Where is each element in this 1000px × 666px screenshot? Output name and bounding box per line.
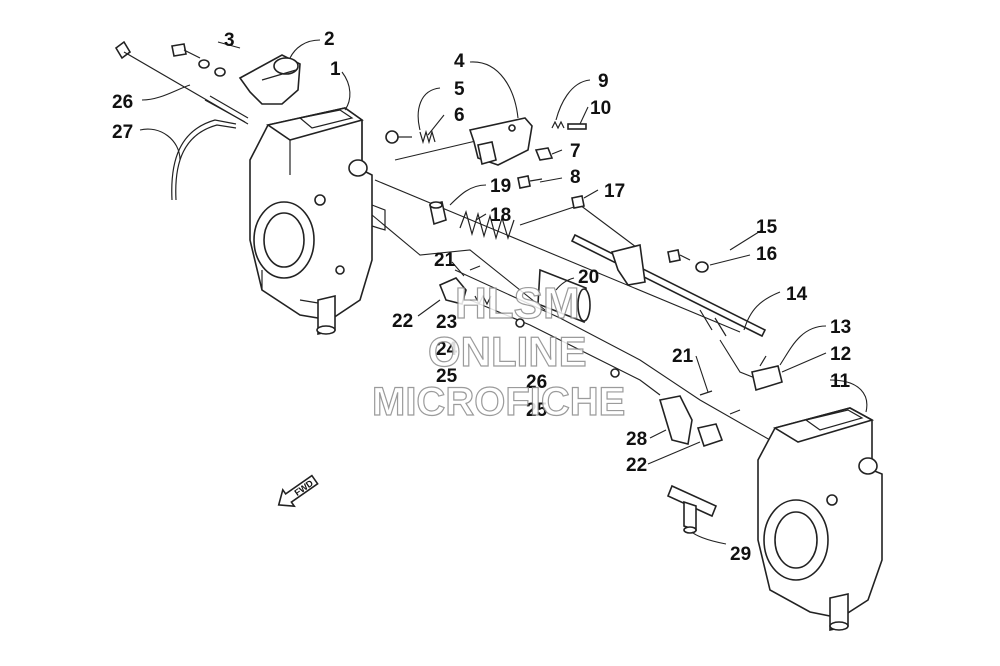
callout-25-bottom: 25: [526, 400, 548, 421]
callout-18: 18: [490, 205, 511, 226]
callout-25-top: 25: [436, 366, 458, 387]
callout-24: 24: [436, 339, 458, 360]
spring-screw-9-10: [551, 120, 587, 130]
callout-29: 26: [112, 92, 133, 113]
leader-lines: [139, 39, 868, 545]
vent-hose-30: [171, 119, 237, 201]
callout-labels: 3 2 1 26 27 4 5 6 9 10 7 8 17 19 18 15 1…: [112, 29, 851, 565]
clip-21-22-left: [438, 265, 481, 305]
callout-17: 17: [604, 181, 625, 202]
screw-7: [534, 147, 554, 161]
clip-21-22-right: [696, 390, 741, 448]
bracket-12-13: [751, 355, 783, 392]
sleeve-20: [537, 268, 591, 324]
callout-26: 26: [526, 372, 547, 393]
carburetor-left: [249, 107, 386, 336]
screw-spring-5-6: [385, 129, 436, 145]
return-spring-18: [459, 210, 515, 241]
callout-12: 12: [830, 344, 851, 365]
carburetor-right: [757, 407, 883, 631]
callout-1: 1: [330, 59, 341, 80]
callout-8: 8: [570, 167, 581, 188]
callout-9: 9: [598, 71, 609, 92]
callout-2: 2: [324, 29, 335, 50]
watermark-line3: MICROFICHE: [372, 380, 625, 424]
forward-direction-arrow: FWD: [277, 474, 319, 508]
callout-28: 29: [730, 544, 751, 565]
screw-8: [517, 175, 543, 189]
callout-14: 14: [786, 284, 808, 305]
callout-21-right: 21: [672, 346, 694, 367]
screw-17: [571, 195, 585, 209]
watermark-line1: HLSM: [455, 279, 580, 328]
callout-30: 27: [112, 122, 133, 143]
screw-set-3: [171, 43, 226, 77]
watermark: HLSM ONLINE MICROFICHE: [371, 278, 626, 424]
callout-6: 6: [454, 105, 465, 126]
callout-21-left: 21: [434, 250, 456, 271]
callout-11: 11: [830, 371, 851, 392]
collar-19: [429, 201, 447, 226]
callout-27: 28: [626, 429, 647, 450]
callout-10: 10: [590, 98, 611, 119]
callout-22-left: 22: [392, 311, 413, 332]
t-fitting-28: [666, 484, 718, 534]
throttle-shaft-14: [570, 233, 767, 338]
callout-23: 23: [436, 312, 457, 333]
screw-washer-15-16: [667, 249, 709, 273]
bracket-4: [468, 117, 533, 166]
callout-15: 15: [756, 217, 778, 238]
long-bolt-29: [114, 40, 249, 125]
clip-27: [658, 395, 693, 445]
watermark-line2: ONLINE: [428, 328, 587, 375]
callout-22-right: 22: [626, 455, 647, 476]
callout-4: 4: [454, 51, 465, 72]
assembly-axis-lines: [359, 139, 771, 441]
throttle-cap-2: [238, 54, 301, 105]
callout-20: 20: [578, 267, 599, 288]
link-rod-23-26: [469, 294, 661, 396]
callout-3: 3: [224, 30, 235, 51]
callout-13: 13: [830, 317, 851, 338]
callout-16: 16: [756, 244, 777, 265]
callout-7: 7: [570, 141, 581, 162]
callout-19: 19: [490, 176, 511, 197]
callout-5: 5: [454, 79, 465, 100]
